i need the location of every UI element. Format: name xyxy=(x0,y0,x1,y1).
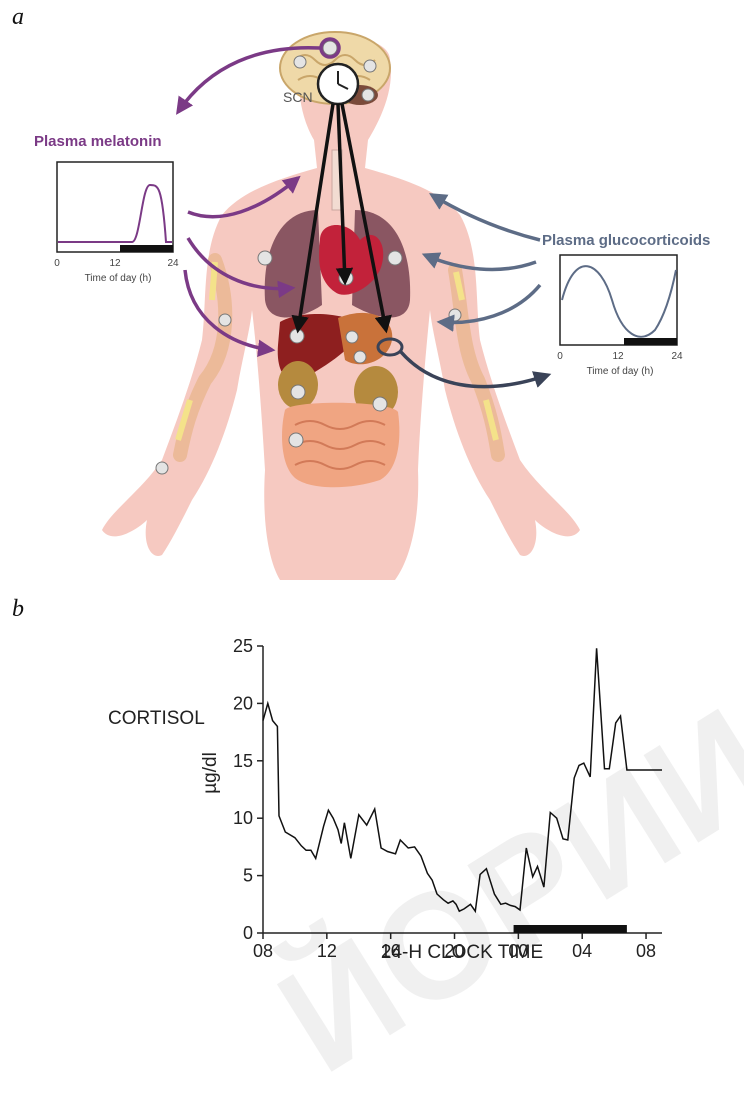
melatonin-tick-0: 0 xyxy=(54,258,60,269)
melatonin-title: Plasma melatonin xyxy=(34,133,162,150)
glucocorticoids-xlabel: Time of day (h) xyxy=(587,366,654,377)
y-tick-label: 25 xyxy=(233,636,253,656)
y-tick-label: 10 xyxy=(233,808,253,828)
melatonin-tick-12: 12 xyxy=(109,258,121,269)
clock-icon xyxy=(354,351,366,363)
y-axis-label: µg/dl xyxy=(200,752,221,794)
clock-icon xyxy=(258,251,272,265)
glucocorticoids-tick-24: 24 xyxy=(671,351,683,362)
y-tick-label: 0 xyxy=(243,923,253,943)
glucocorticoids-chart: 0 12 24 Time of day (h) xyxy=(557,255,683,377)
clock-icon xyxy=(291,385,305,399)
scn-master-clock-icon xyxy=(318,64,358,104)
clock-icon xyxy=(156,462,168,474)
scn-label: SCN xyxy=(283,89,313,105)
cortisol-label: CORTISOL xyxy=(108,708,205,729)
glucocorticoids-dark-bar xyxy=(624,338,677,345)
clock-icon xyxy=(290,329,304,343)
clock-icon xyxy=(323,41,337,55)
clock-icon xyxy=(294,56,306,68)
y-tick-label: 15 xyxy=(233,751,253,771)
clock-icon xyxy=(362,89,374,101)
melatonin-dark-bar xyxy=(120,245,173,252)
melatonin-xlabel: Time of day (h) xyxy=(85,273,152,284)
glucocorticoids-tick-0: 0 xyxy=(557,351,563,362)
x-tick-label: 08 xyxy=(636,941,656,961)
y-tick-label: 20 xyxy=(233,693,253,713)
clock-icon xyxy=(449,309,461,321)
clock-icon xyxy=(364,60,376,72)
glucocorticoids-title: Plasma glucocorticoids xyxy=(542,232,710,249)
melatonin-tick-24: 24 xyxy=(167,258,179,269)
melatonin-chart: 0 12 24 Time of day (h) xyxy=(54,162,179,284)
clock-icon xyxy=(289,433,303,447)
y-tick-label: 5 xyxy=(243,866,253,886)
clock-icon xyxy=(219,314,231,326)
glucocorticoids-tick-12: 12 xyxy=(612,351,624,362)
clock-icon xyxy=(346,331,358,343)
clock-icon xyxy=(373,397,387,411)
clock-icon xyxy=(388,251,402,265)
